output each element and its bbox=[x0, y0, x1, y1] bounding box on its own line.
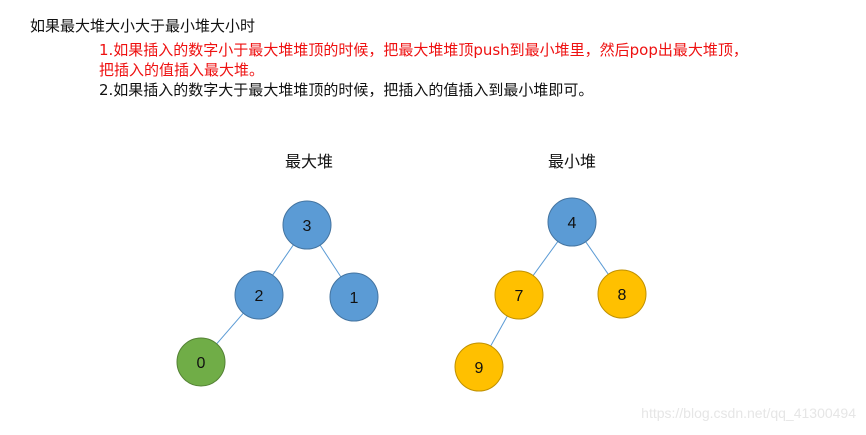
watermark: https://blog.csdn.net/qq_41300494 bbox=[641, 405, 856, 421]
svg-text:1: 1 bbox=[350, 290, 359, 307]
rule2-text: 2.如果插入的数字大于最大堆堆顶的时候，把插入的值插入到最小堆即可。 bbox=[99, 81, 594, 99]
max-heap-title: 最大堆 bbox=[285, 152, 334, 171]
max-heap-node-2: 2 bbox=[234, 270, 284, 320]
tree-edges bbox=[216, 241, 609, 347]
max-heap-edge bbox=[272, 244, 294, 276]
svg-text:9: 9 bbox=[475, 360, 484, 377]
max-heap-node-0: 0 bbox=[176, 337, 226, 387]
svg-text:3: 3 bbox=[303, 218, 312, 235]
min-heap-node-8: 8 bbox=[597, 269, 647, 319]
min-heap-node-4: 4 bbox=[547, 197, 597, 247]
min-heap-edge bbox=[585, 241, 609, 275]
min-heap-edge bbox=[532, 241, 559, 276]
tree-nodes: 3 2 1 0 4 7 8 9 bbox=[176, 197, 647, 392]
max-heap-node-1: 1 bbox=[329, 272, 379, 322]
svg-text:0: 0 bbox=[197, 355, 206, 372]
rule1-line2: 把插入的值插入最大堆。 bbox=[99, 61, 265, 79]
min-heap-node-7: 7 bbox=[494, 270, 544, 320]
max-heap-edge bbox=[216, 312, 244, 345]
min-heap-edge bbox=[490, 315, 508, 347]
min-heap-title: 最小堆 bbox=[548, 152, 597, 171]
svg-text:7: 7 bbox=[515, 288, 524, 305]
max-heap-edge bbox=[319, 244, 342, 278]
max-heap-node-3: 3 bbox=[282, 200, 332, 250]
min-heap-node-9: 9 bbox=[454, 342, 504, 392]
svg-text:2: 2 bbox=[255, 288, 264, 305]
heading-text: 如果最大堆大小大于最小堆大小时 bbox=[30, 17, 256, 35]
svg-text:4: 4 bbox=[568, 215, 577, 232]
svg-text:8: 8 bbox=[618, 287, 627, 304]
rule1-line1: 1.如果插入的数字小于最大堆堆顶的时候，把最大堆堆顶push到最小堆里，然后po… bbox=[99, 41, 748, 59]
